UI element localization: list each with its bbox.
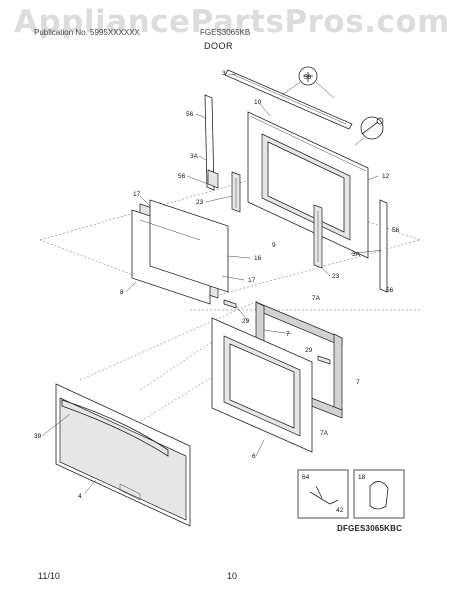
callout-labels: 3 56 10 56 3A 56 17 23 9 12 8 16 17 7A 2… — [34, 70, 400, 514]
door-inner-frame — [247, 111, 369, 259]
hinge-assembly — [231, 171, 323, 269]
callout-label: 3A — [190, 153, 199, 160]
screw-callout-bubble — [281, 66, 335, 99]
callout-label: 64 — [302, 474, 310, 481]
right-side-bracket — [379, 199, 388, 293]
leader-lines — [41, 73, 383, 495]
publication-number: Publication No. 5995XXXXXX — [34, 28, 140, 37]
callout-label: 4 — [78, 493, 82, 500]
callout-label: 12 — [382, 173, 390, 180]
callout-label: 3 — [222, 70, 226, 77]
section-title: DOOR — [204, 41, 233, 51]
callout-label: 23 — [332, 273, 340, 280]
callout-label: 8 — [120, 289, 124, 296]
callout-label: 56 — [392, 227, 400, 234]
callout-label: 6 — [252, 453, 256, 460]
diagram-code: DFGES3065KBC — [337, 524, 403, 533]
callout-label: 56 — [178, 173, 186, 180]
footer-page-number: 10 — [227, 571, 238, 581]
callout-label: 16 — [254, 255, 262, 262]
callout-label: 56 — [386, 287, 394, 294]
callout-label: 56 — [186, 111, 194, 118]
callout-label: 3A — [352, 251, 361, 258]
callout-label: 42 — [336, 507, 344, 514]
callout-label: 7A — [320, 430, 329, 437]
callout-label: 39 — [34, 433, 42, 440]
parts-kit-box-18 — [353, 469, 405, 519]
callout-label: 7 — [356, 379, 360, 386]
top-trim-strip — [224, 69, 353, 130]
callout-label: 17 — [248, 277, 256, 284]
callout-label: 10 — [254, 99, 262, 106]
door-liner — [211, 317, 313, 453]
callout-label: 7A — [312, 295, 321, 302]
callout-label: 9 — [272, 242, 276, 249]
callout-label: 23 — [196, 199, 204, 206]
left-hinge-arm — [204, 94, 219, 191]
outer-door-panel — [55, 383, 191, 527]
callout-label: 17 — [133, 191, 141, 198]
parts-kit-box-64-42 — [297, 469, 349, 519]
footer-date: 11/10 — [38, 571, 60, 581]
glass-panels — [131, 199, 229, 305]
small-fasteners — [223, 299, 331, 365]
callout-label: 18 — [358, 474, 366, 481]
callout-label: 56 — [304, 74, 312, 81]
callout-label: 7 — [286, 331, 290, 338]
model-number: FGES3065KB — [200, 28, 251, 37]
callout-label: 29 — [305, 347, 313, 354]
tool-callout-bubble — [354, 116, 384, 146]
callout-label: 29 — [242, 318, 250, 325]
